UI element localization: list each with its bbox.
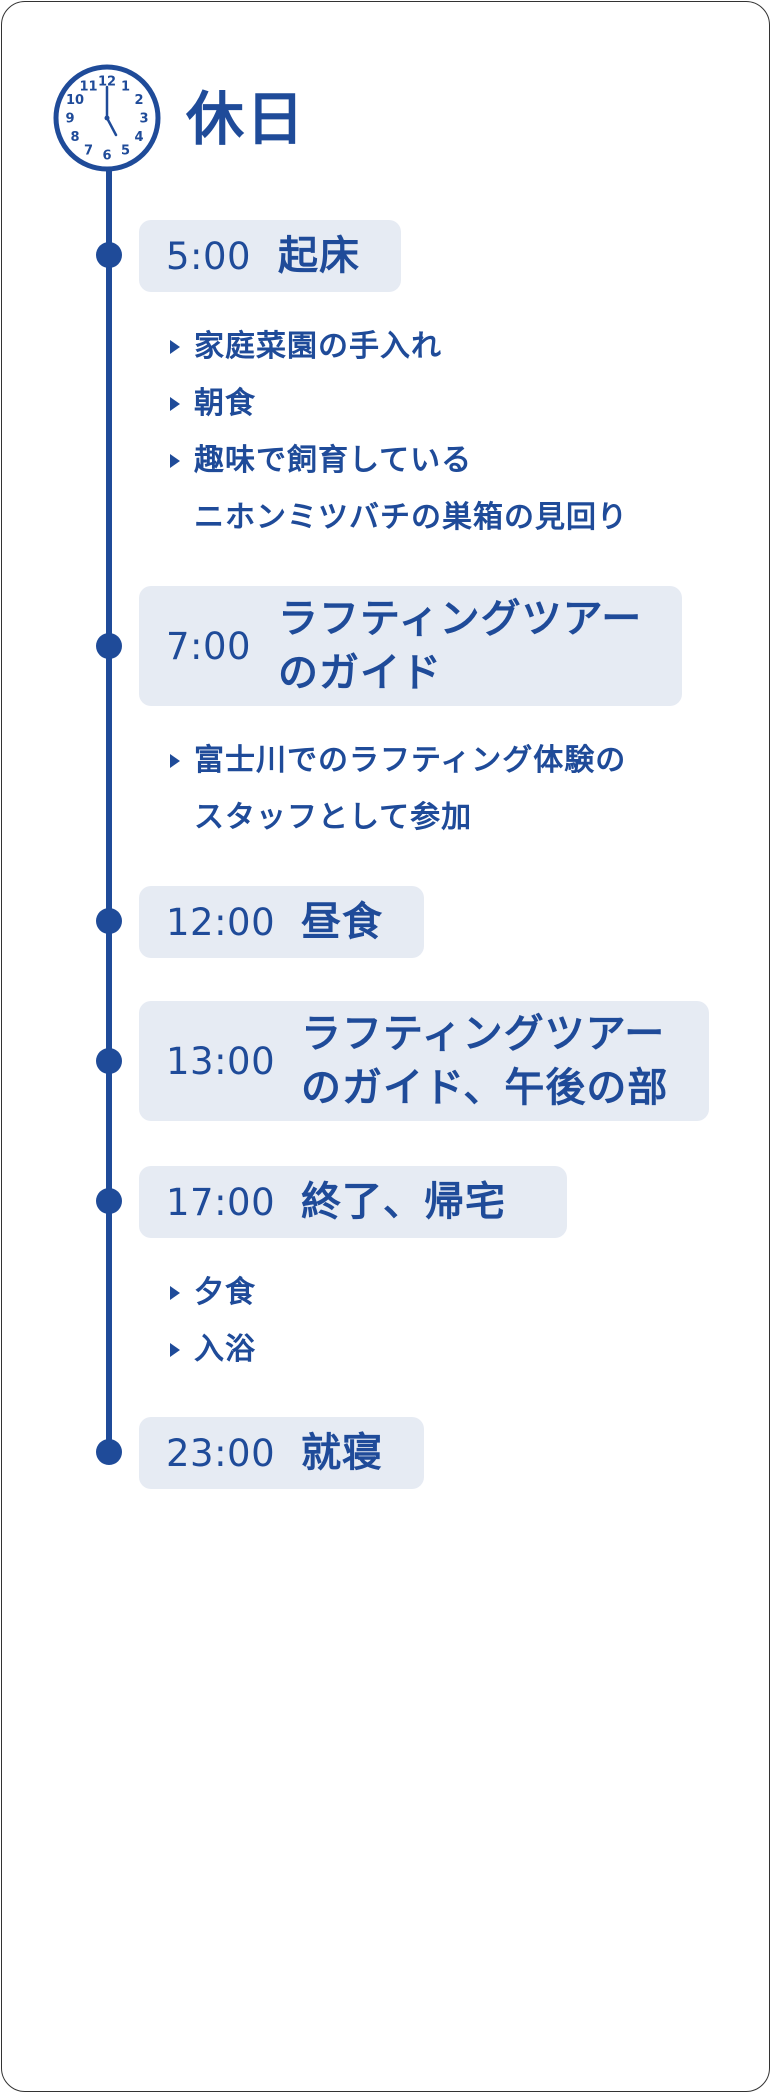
timeline-dot bbox=[96, 908, 122, 934]
entry-details-0500: 家庭菜園の手入れ 朝食 趣味で飼育しているニホンミツバチの巣箱の見回り bbox=[166, 318, 628, 546]
schedule-entry-1200: 12:00 昼食 bbox=[139, 886, 424, 958]
timeline-dot bbox=[96, 1439, 122, 1465]
entry-time: 12:00 bbox=[166, 900, 276, 944]
timeline-dot bbox=[96, 1048, 122, 1074]
entry-time: 17:00 bbox=[166, 1180, 276, 1224]
timeline-dot bbox=[96, 242, 122, 268]
timeline-dot bbox=[96, 633, 122, 659]
triangle-bullet-icon bbox=[170, 754, 180, 768]
entry-event: 起床 bbox=[278, 233, 360, 279]
clock-numeral: 2 bbox=[134, 93, 143, 108]
list-item: 夕食 bbox=[166, 1264, 256, 1321]
clock-numeral: 12 bbox=[98, 75, 116, 90]
triangle-bullet-icon bbox=[170, 340, 180, 354]
triangle-bullet-icon bbox=[170, 397, 180, 411]
entry-time: 23:00 bbox=[166, 1431, 276, 1475]
triangle-bullet-icon bbox=[170, 1343, 180, 1357]
clock-numeral: 5 bbox=[121, 144, 130, 159]
entry-event: ラフティングツアー のガイド bbox=[278, 596, 643, 696]
timeline-dot bbox=[96, 1188, 122, 1214]
schedule-entry-1300: 13:00 ラフティングツアー のガイド、午後の部 bbox=[139, 1001, 709, 1121]
clock-numeral: 10 bbox=[66, 93, 84, 108]
entry-details-0700: 富士川でのラフティング体験のスタッフとして参加 bbox=[166, 732, 626, 846]
timeline-line bbox=[106, 170, 112, 1454]
clock-numeral: 4 bbox=[134, 130, 143, 145]
entry-time: 5:00 bbox=[166, 234, 252, 278]
clock-numeral: 8 bbox=[70, 130, 79, 145]
schedule-entry-0500: 5:00 起床 bbox=[139, 220, 401, 292]
schedule-entry-2300: 23:00 就寝 bbox=[139, 1417, 424, 1489]
entry-event: 昼食 bbox=[301, 899, 383, 945]
entry-time: 7:00 bbox=[166, 624, 252, 668]
entry-event: 就寝 bbox=[301, 1430, 383, 1476]
entry-event: 終了、帰宅 bbox=[301, 1179, 506, 1225]
list-item: 家庭菜園の手入れ bbox=[166, 318, 628, 375]
triangle-bullet-icon bbox=[170, 454, 180, 468]
schedule-entry-0700: 7:00 ラフティングツアー のガイド bbox=[139, 586, 682, 706]
list-item: 入浴 bbox=[166, 1321, 256, 1378]
schedule-entry-1700: 17:00 終了、帰宅 bbox=[139, 1166, 567, 1238]
list-item: 朝食 bbox=[166, 375, 628, 432]
page-title: 休日 bbox=[186, 85, 307, 153]
entry-event: ラフティングツアー のガイド、午後の部 bbox=[301, 1011, 669, 1111]
clock-numeral: 11 bbox=[79, 80, 97, 95]
clock-numeral: 6 bbox=[102, 149, 111, 164]
triangle-bullet-icon bbox=[170, 1286, 180, 1300]
clock-numeral: 7 bbox=[84, 144, 93, 159]
entry-time: 13:00 bbox=[166, 1039, 276, 1083]
clock-numeral: 3 bbox=[139, 112, 148, 127]
clock-numeral: 1 bbox=[121, 80, 130, 95]
clock-numeral: 9 bbox=[65, 112, 74, 127]
list-item: 趣味で飼育しているニホンミツバチの巣箱の見回り bbox=[166, 432, 628, 546]
list-item: 富士川でのラフティング体験のスタッフとして参加 bbox=[166, 732, 626, 846]
entry-details-1700: 夕食 入浴 bbox=[166, 1264, 256, 1378]
